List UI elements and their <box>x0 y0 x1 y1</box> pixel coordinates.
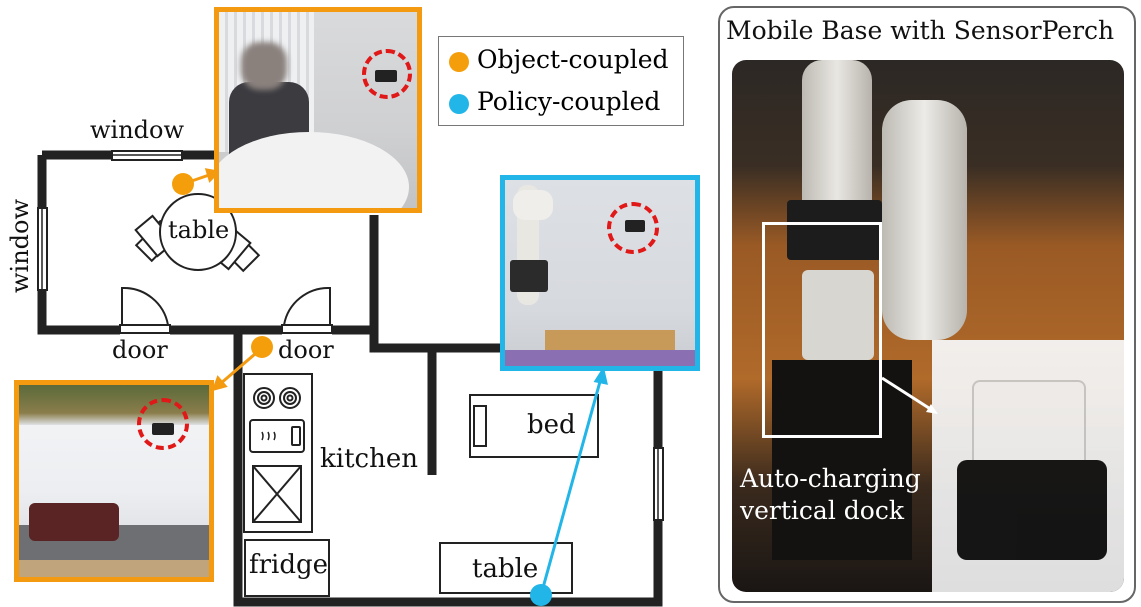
highlight-box <box>762 222 882 438</box>
bed <box>469 394 599 458</box>
walls <box>37 150 663 607</box>
robot-gripper <box>787 200 882 260</box>
legend-label: Object-coupled <box>477 45 669 74</box>
legend-item-object-coupled: Object-coupled <box>449 45 669 74</box>
legend: Object-coupled Policy-coupled <box>438 36 684 126</box>
window-top-label: window <box>90 116 185 144</box>
pot <box>29 503 119 541</box>
target-ring <box>362 49 412 99</box>
dock-inset <box>932 340 1124 592</box>
robot-arm-right <box>882 100 967 340</box>
dock-base <box>772 360 912 560</box>
window-left-label: window <box>6 198 35 294</box>
object-coupled-marker-2 <box>251 336 273 358</box>
round-table <box>219 132 409 208</box>
bedroom-table-label: table <box>472 554 539 584</box>
robot-arm-joint <box>513 190 553 220</box>
photo-kitchen <box>14 380 214 582</box>
target-ring <box>137 398 189 450</box>
dining-table-label: table <box>168 216 230 244</box>
bed-label: bed <box>527 410 576 440</box>
cabinet <box>19 560 209 577</box>
policy-coupled-dot <box>449 93 469 114</box>
mobile-base-panel: Mobile Base with SensorPerch Auto-chargi… <box>718 6 1136 603</box>
door-left-swing <box>119 286 171 334</box>
door-right-label: door <box>278 336 334 364</box>
door-left-label: door <box>112 336 168 364</box>
photo-bedroom-robot <box>500 175 700 371</box>
kitchen-label: kitchen <box>320 444 418 474</box>
callout-arrow <box>881 376 938 414</box>
fridge-box <box>244 539 330 597</box>
floor-plan <box>37 150 664 607</box>
legend-label: Policy-coupled <box>477 87 661 116</box>
caption-line-2: vertical dock <box>740 496 904 525</box>
dining-table <box>134 193 261 273</box>
target-ring <box>607 202 659 254</box>
sensorperch-device <box>802 270 874 360</box>
kitchen-counter <box>243 373 313 533</box>
panel-title: Mobile Base with SensorPerch <box>726 16 1115 45</box>
photo-mobile-base: Auto-charging vertical dock <box>732 60 1124 592</box>
robot-gripper <box>510 260 548 292</box>
caption-line-1: Auto-charging <box>740 464 921 493</box>
dock-cradle <box>957 460 1107 560</box>
photo-dining-room <box>214 7 422 213</box>
policy-coupled-marker <box>530 584 552 606</box>
fridge-label: fridge <box>249 550 329 580</box>
person-head-blurred <box>241 42 287 90</box>
table-surface <box>505 350 695 366</box>
policy-coupled-link <box>539 366 608 596</box>
door-right-swing <box>281 286 333 334</box>
object-coupled-dot <box>449 51 469 72</box>
legend-item-policy-coupled: Policy-coupled <box>449 87 660 116</box>
object-coupled-marker-1 <box>172 173 194 195</box>
